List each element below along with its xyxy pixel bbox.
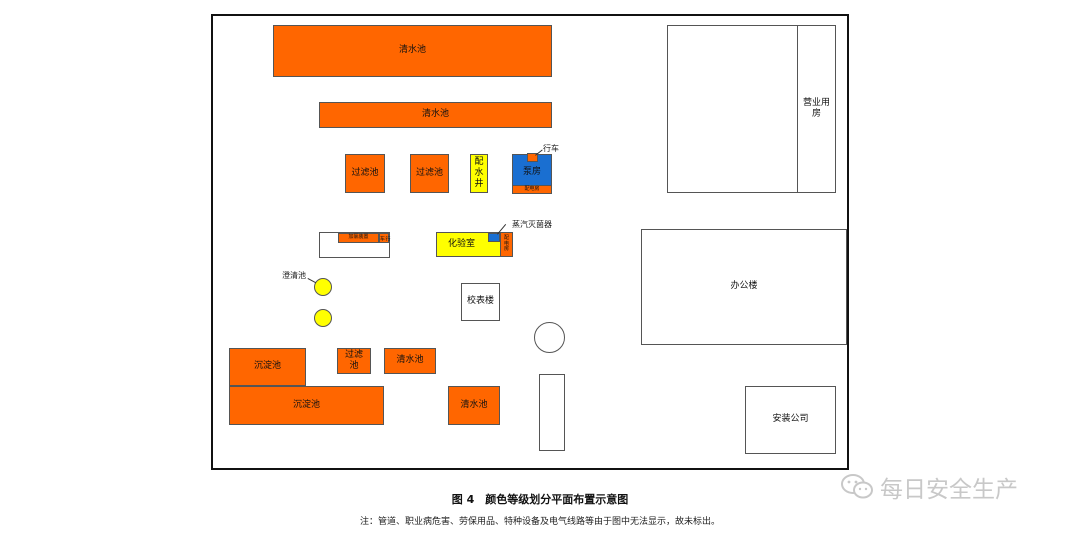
watermark-text: 每日安全生产 xyxy=(880,477,1018,503)
laboratory-power-room: 配电房 xyxy=(500,232,513,257)
round-structure xyxy=(534,322,565,353)
dosing-crane-label: 行车 xyxy=(379,235,391,241)
laboratory-label: 化验室 xyxy=(447,238,475,249)
business-room-wing: 营业用房 xyxy=(797,25,836,193)
water-distribution-well-label: 配水井 xyxy=(474,157,484,189)
laboratory-power-room-label: 配电房 xyxy=(503,235,509,253)
dosing-equipment: 加氯装置 xyxy=(338,233,379,243)
pump-room-power-room: 配电房 xyxy=(512,185,552,194)
clarifier-tank-1 xyxy=(314,278,332,296)
pump-room-label: 泵房 xyxy=(522,167,541,177)
pump-crane-label: 行车 xyxy=(543,144,559,153)
clarifier-label: 澄清池 xyxy=(282,271,306,280)
water-distribution-well: 配水井 xyxy=(470,154,488,193)
laboratory: 化验室 xyxy=(436,232,501,257)
office-building: 办公楼 xyxy=(641,229,847,345)
pump-room-crane xyxy=(527,153,538,162)
narrow-building xyxy=(539,374,565,451)
clearwater-tank-mid: 清水池 xyxy=(384,348,436,374)
figure-caption: 图 4 颜色等级划分平面布置示意图 xyxy=(451,493,629,506)
meter-calibration-building: 校表楼 xyxy=(461,283,500,321)
clarifier-tank-2 xyxy=(314,309,332,327)
clearwater-tank-second: 清水池 xyxy=(319,102,552,128)
sedimentation-tank-small: 沉淀池 xyxy=(229,348,306,386)
clearwater-tank-bottom: 清水池 xyxy=(448,386,500,425)
dosing-crane: 行车 xyxy=(379,233,391,243)
filter-tank-3: 过滤池 xyxy=(337,348,371,374)
sedimentation-tank-large: 沉淀池 xyxy=(229,386,384,425)
filter-tank-2: 过滤池 xyxy=(410,154,449,193)
sterilizer-label: 蒸汽灭菌器 xyxy=(512,220,552,229)
filter-tank-3-label: 过滤池 xyxy=(344,349,363,371)
wechat-icon xyxy=(841,474,873,499)
watermark: 每日安全生产 xyxy=(840,470,1018,504)
business-room-label: 营业用房 xyxy=(802,97,830,119)
installation-company: 安装公司 xyxy=(745,386,836,454)
sterilizer-unit xyxy=(488,233,500,242)
clearwater-tank-top: 清水池 xyxy=(273,25,552,77)
filter-tank-1: 过滤池 xyxy=(345,154,385,193)
figure-note: 注：管道、职业病危害、劳保用品、特种设备及电气线路等由于图中无法显示，故未标出。 xyxy=(359,517,720,527)
